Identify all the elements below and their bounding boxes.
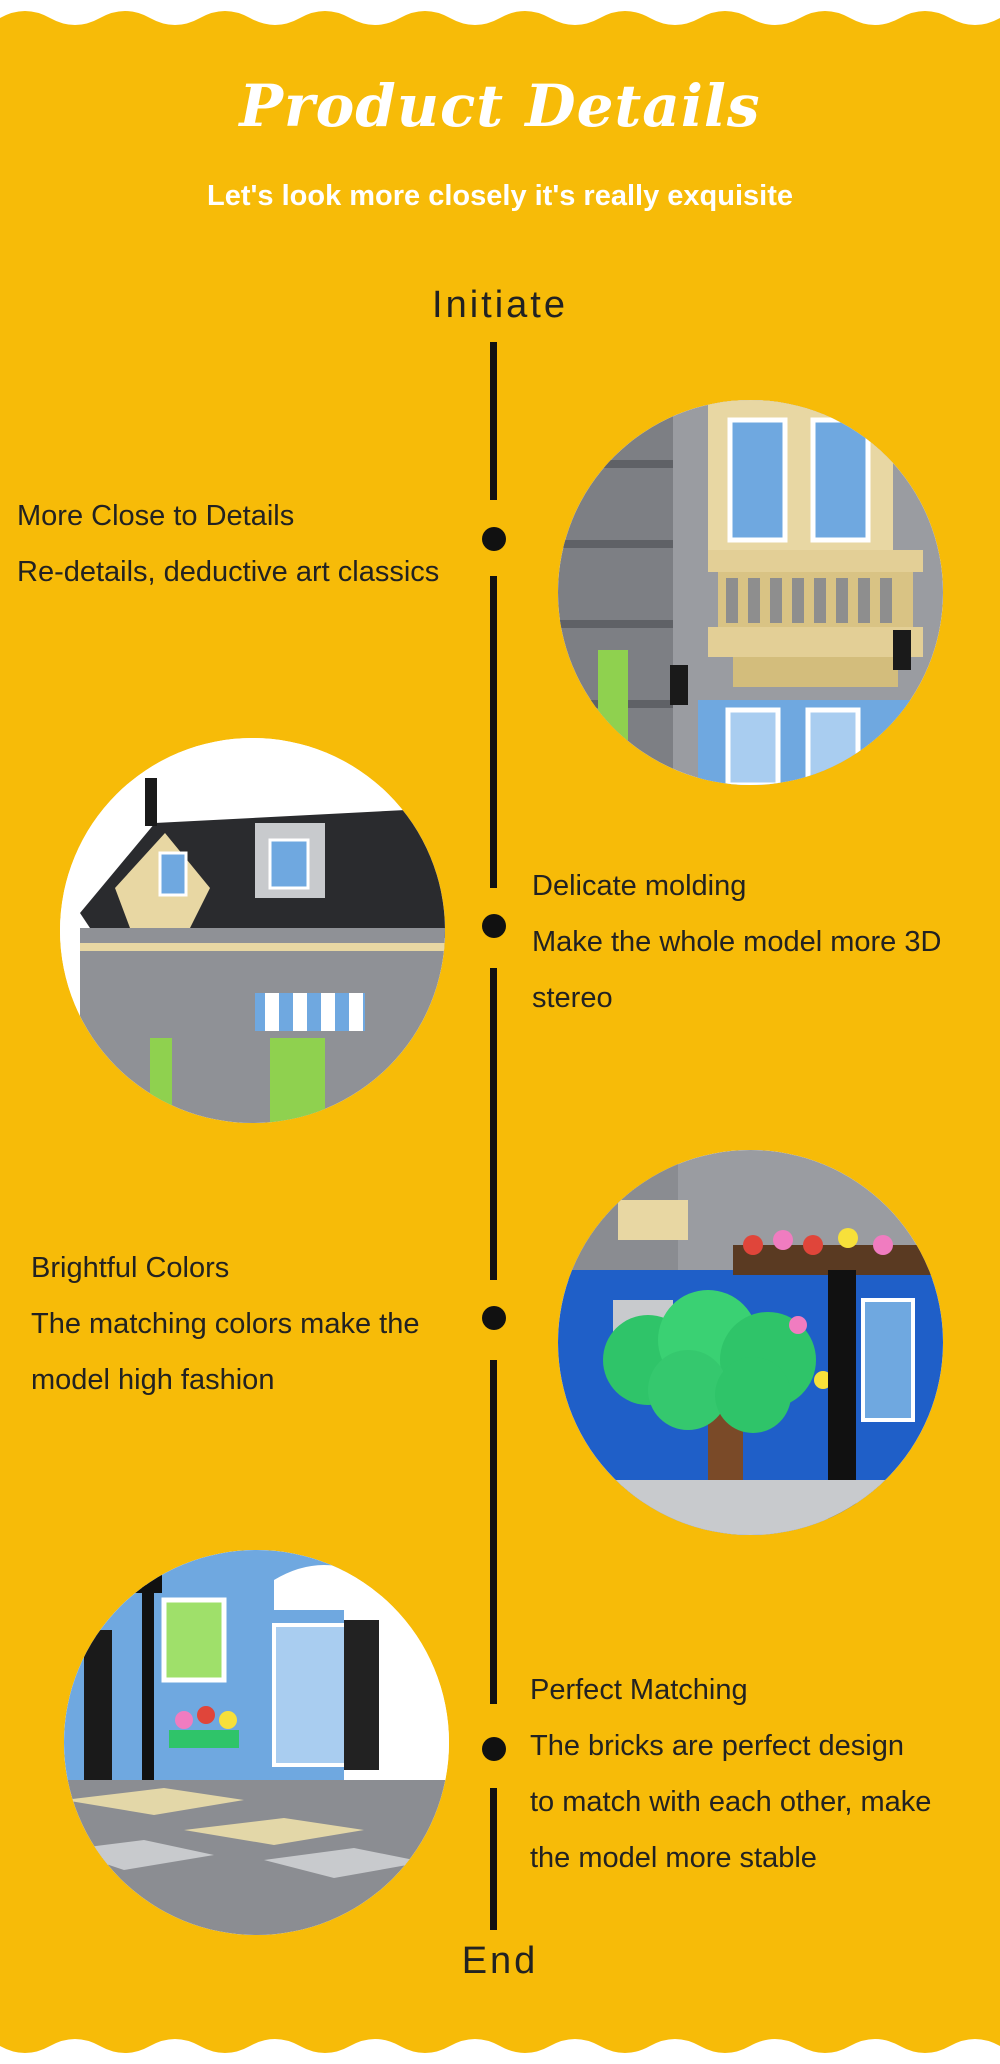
bottom-wave-border	[0, 2039, 1000, 2064]
section-line: The matching colors make the	[31, 1308, 420, 1340]
timeline-dot	[482, 1306, 506, 1330]
section-line: model high fashion	[31, 1364, 275, 1396]
timeline-line	[490, 1788, 497, 1930]
section-line: The bricks are perfect design	[530, 1730, 904, 1762]
timeline-dot	[482, 1737, 506, 1761]
section-text-brightful-colors: Brightful Colors The matching colors mak…	[31, 1240, 419, 1408]
timeline-line	[490, 342, 497, 500]
section-line: stereo	[532, 982, 613, 1014]
timeline-dot	[482, 914, 506, 938]
tree-and-flowers-photo	[558, 1150, 943, 1535]
page-subtitle: Let's look more closely it's really exqu…	[207, 180, 793, 212]
section-text-perfect-matching: Perfect Matching The bricks are perfect …	[530, 1662, 931, 1886]
section-line: to match with each other, make	[530, 1786, 932, 1818]
balcony-detail-photo	[558, 400, 943, 785]
timeline-start-label: Initiate	[432, 284, 568, 326]
timeline-dot	[482, 527, 506, 551]
timeline-line	[490, 1360, 497, 1704]
section-heading: Perfect Matching	[530, 1674, 748, 1706]
section-heading: Brightful Colors	[31, 1252, 230, 1284]
timeline-line	[490, 968, 497, 1280]
section-line: Re-details, deductive art classics	[17, 556, 440, 588]
timeline-line	[490, 576, 497, 888]
section-text-close-details: More Close to Details Re-details, deduct…	[17, 488, 439, 600]
section-line: the model more stable	[530, 1842, 817, 1874]
section-heading: Delicate molding	[532, 870, 747, 902]
section-text-delicate-molding: Delicate molding Make the whole model mo…	[532, 858, 941, 1026]
roof-detail-photo	[60, 738, 445, 1123]
timeline-end-label: End	[461, 1940, 539, 1982]
section-heading: More Close to Details	[17, 500, 295, 532]
storefront-photo	[64, 1550, 449, 1935]
section-line: Make the whole model more 3D	[532, 926, 942, 958]
page-title: Product Details	[239, 72, 761, 140]
top-wave-border	[0, 0, 1000, 25]
